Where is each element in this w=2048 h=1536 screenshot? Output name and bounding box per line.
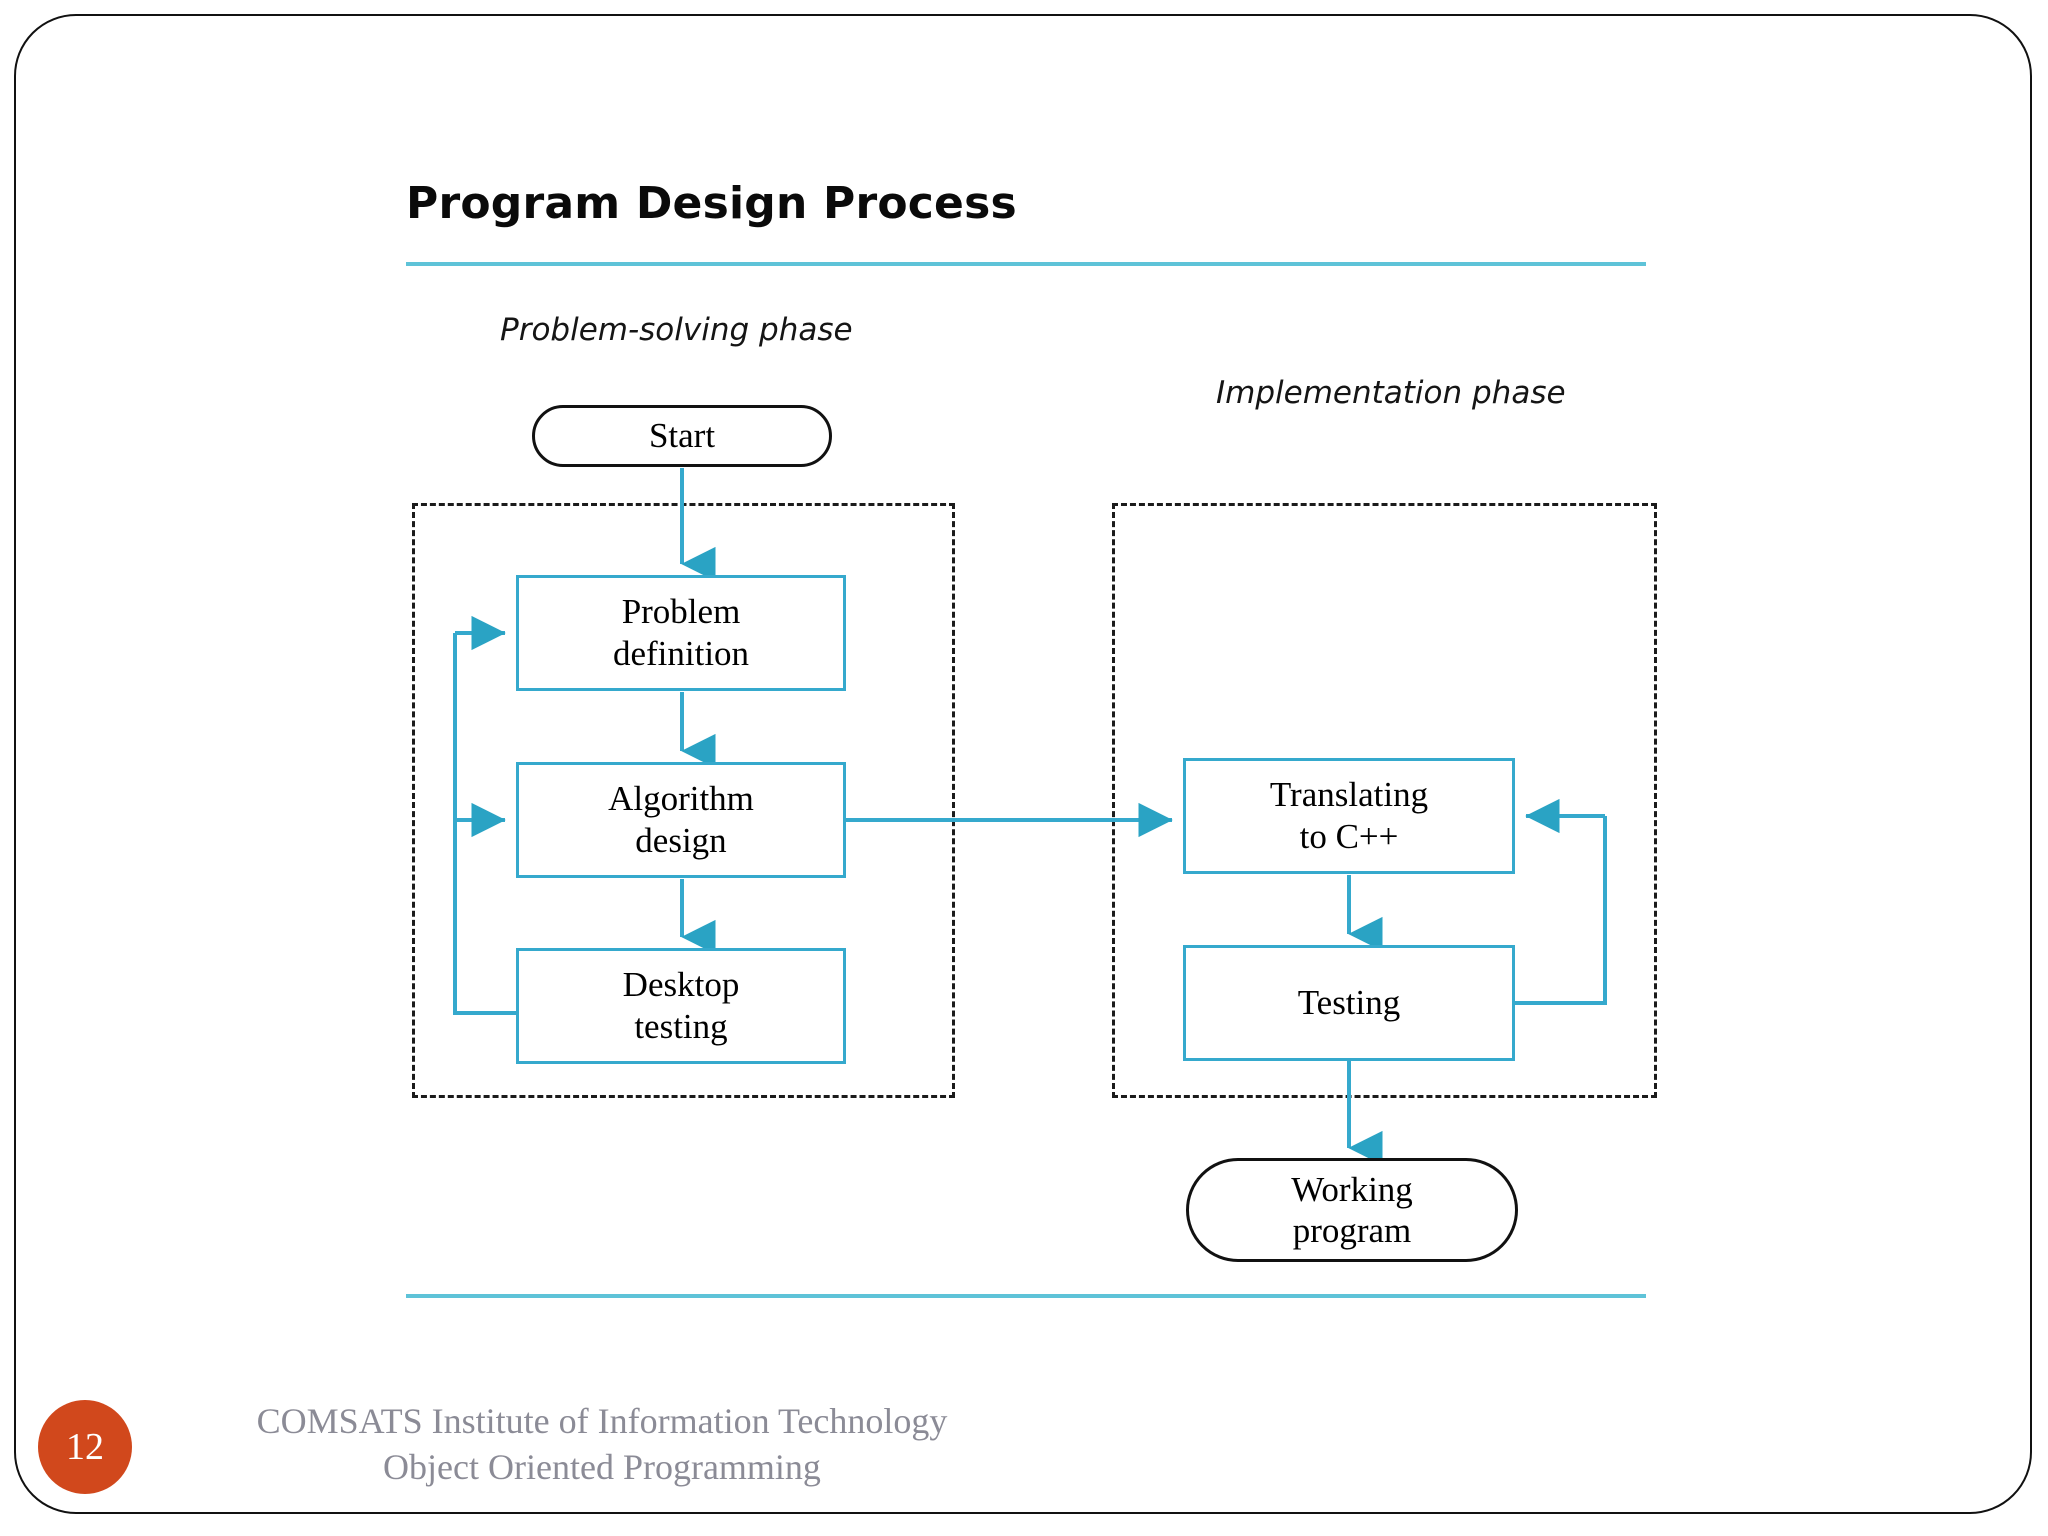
node-working-program-label: Working program	[1291, 1169, 1413, 1252]
node-testing-label: Testing	[1297, 983, 1401, 1022]
node-desktop-testing: Desktop testing	[516, 948, 846, 1064]
phase-container-implementation	[1112, 503, 1657, 1098]
node-problem-definition: Problem definition	[516, 575, 846, 691]
slide-border	[14, 14, 2032, 1514]
node-working-program-line2: program	[1292, 1211, 1412, 1250]
footer-line-1: COMSATS Institute of Information Technol…	[256, 1401, 948, 1441]
node-start-label: Start	[648, 416, 716, 456]
node-translating-to-cpp: Translating to C++	[1183, 758, 1515, 874]
node-working-program-line1: Working	[1291, 1169, 1413, 1209]
title-divider-top	[406, 262, 1646, 266]
node-algorithm-design-line2: design	[635, 821, 727, 860]
footer-line-2: Object Oriented Programming	[383, 1447, 821, 1488]
node-desktop-testing-line1: Desktop	[622, 965, 740, 1004]
node-desktop-testing-label: Desktop testing	[623, 964, 740, 1048]
node-problem-definition-line2: definition	[612, 634, 750, 673]
node-start: Start	[532, 405, 832, 467]
content-divider-bottom	[406, 1294, 1646, 1298]
page-title: Program Design Process	[406, 178, 1017, 229]
node-translating-line1: Translating	[1269, 775, 1429, 814]
node-algorithm-design-label: Algorithm design	[608, 778, 754, 862]
page-number-label: 12	[66, 1426, 104, 1468]
node-translating-to-cpp-label: Translating to C++	[1270, 774, 1428, 858]
node-testing: Testing	[1183, 945, 1515, 1061]
page-number-badge: 12	[38, 1400, 132, 1494]
node-working-program: Working program	[1186, 1158, 1518, 1262]
phase-label-problem-solving: Problem-solving phase	[500, 312, 853, 348]
phase-label-implementation: Implementation phase	[1216, 375, 1566, 411]
node-problem-definition-label: Problem definition	[613, 591, 749, 675]
node-algorithm-design: Algorithm design	[516, 762, 846, 878]
node-desktop-testing-line2: testing	[634, 1007, 728, 1046]
footer-text: COMSATS Institute of Information Technol…	[222, 1398, 982, 1490]
node-algorithm-design-line1: Algorithm	[608, 779, 754, 818]
node-problem-definition-line1: Problem	[621, 592, 741, 631]
node-translating-line2: to C++	[1299, 817, 1399, 856]
